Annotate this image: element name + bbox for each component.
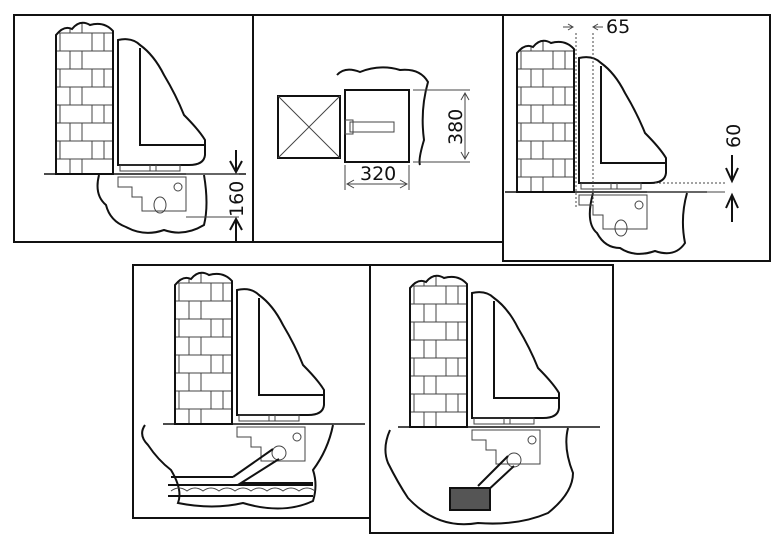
arrow-up-icon — [229, 216, 243, 241]
motor-box-top — [344, 89, 410, 163]
ground-outline — [336, 66, 430, 166]
drain-pipe — [171, 448, 313, 484]
panel-ground-depth: 160 — [13, 14, 254, 243]
ground-section — [141, 424, 334, 510]
offset-arrows — [563, 23, 603, 31]
gate-scene — [384, 274, 601, 526]
dimension-160: 160 — [226, 181, 248, 217]
dimension-65: 65 — [606, 16, 630, 38]
panel-drainage-gravel-pit — [369, 264, 614, 534]
panel-side-offsets: 65 60 — [502, 14, 771, 262]
panel-top-view: 380 320 — [252, 14, 504, 243]
panel-frame — [369, 264, 614, 534]
drain-channel — [170, 487, 316, 492]
panel-frame — [502, 14, 771, 262]
ground-section — [96, 174, 208, 234]
gate-scene — [141, 271, 366, 510]
ground-section — [384, 427, 575, 526]
dimension-320: 320 — [360, 163, 396, 185]
arrow-down-icon — [725, 155, 739, 184]
gate-scene — [504, 33, 725, 255]
gate-scene: 160 — [43, 21, 248, 241]
ground-section — [588, 192, 688, 255]
arrow-up-icon — [725, 192, 739, 222]
gravel-pit — [449, 487, 491, 511]
arrow-down-icon — [229, 150, 243, 175]
dimension-60: 60 — [723, 124, 745, 148]
panel-drainage-pipe — [132, 264, 371, 519]
dimension-380: 380 — [445, 109, 467, 145]
